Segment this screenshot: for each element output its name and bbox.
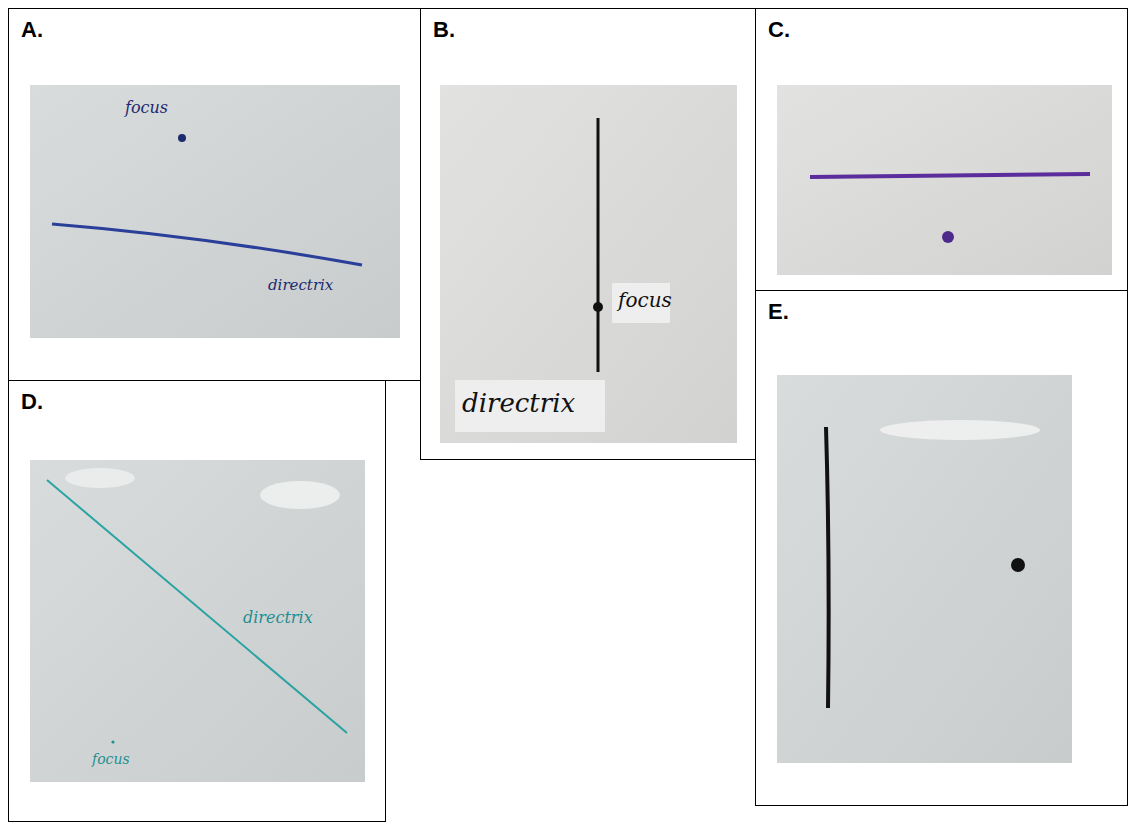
panel-letter: D. — [21, 389, 43, 415]
panel-letter: B. — [433, 17, 455, 43]
handwritten-label: directrix — [268, 278, 333, 293]
directrix-line — [826, 427, 829, 708]
focus-dot — [1011, 558, 1025, 572]
directrix-line — [47, 480, 347, 733]
directrix-line — [597, 118, 600, 372]
handwritten-label: directrix — [462, 390, 575, 416]
photo-c — [777, 85, 1112, 275]
panel-frame: D. — [8, 380, 386, 822]
handwritten-label: focus — [125, 100, 168, 116]
handwritten-label: directrix — [243, 610, 313, 626]
panel-letter: C. — [768, 17, 790, 43]
handwritten-label: focus — [618, 290, 672, 310]
panel-frame: E. — [755, 290, 1128, 806]
focus-dot — [593, 302, 603, 312]
focus-dot — [178, 134, 186, 142]
photo-e — [777, 375, 1072, 763]
handwritten-label: focus — [92, 752, 130, 766]
photo-b — [440, 85, 737, 443]
directrix-line — [810, 174, 1090, 177]
focus-dot — [942, 231, 954, 243]
directrix-line — [52, 224, 362, 265]
glare — [880, 420, 1040, 440]
glare — [260, 481, 340, 509]
focus-dot — [111, 740, 114, 743]
glare — [65, 468, 135, 488]
photo-d — [30, 460, 365, 782]
photo-a — [30, 85, 400, 338]
panel-letter: E. — [768, 299, 789, 325]
label-patch — [455, 380, 605, 432]
panel-frame: A. — [8, 8, 421, 381]
panel-frame: C. — [755, 8, 1128, 291]
panel-letter: A. — [21, 17, 43, 43]
